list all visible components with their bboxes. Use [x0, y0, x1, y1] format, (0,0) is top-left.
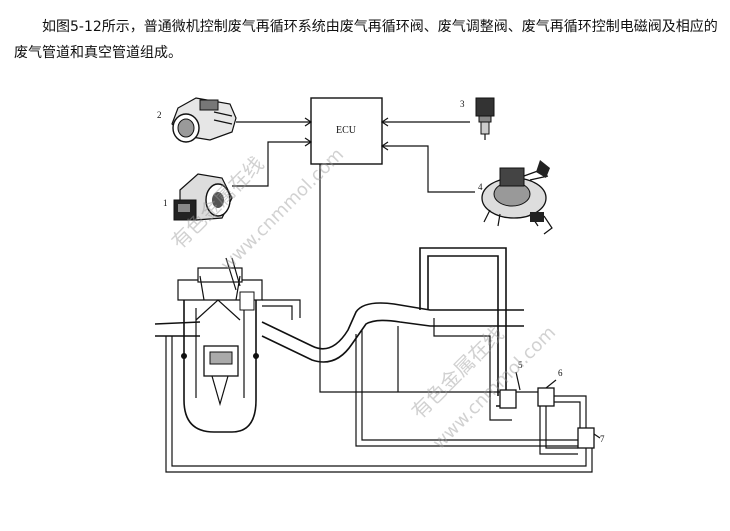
- callout-5: 5: [518, 360, 523, 370]
- callout-2: 2: [157, 110, 162, 120]
- callout-4: 4: [478, 182, 483, 192]
- callout-7: 7: [600, 434, 605, 444]
- watermark-cn-2: 有色金属在线: [407, 322, 509, 424]
- watermark-url-1: www.cnmmol.com: [217, 144, 348, 275]
- distributor-sensor: [481, 160, 553, 235]
- airflow-meter-sensor: [171, 97, 237, 143]
- throttle-position-sensor: [173, 173, 233, 221]
- coolant-temperature-sensor: [475, 97, 495, 140]
- egr-solenoid-6: [537, 387, 555, 407]
- callout-6: 6: [558, 368, 563, 378]
- vacuum-valve-7: [577, 427, 595, 449]
- engine-cylinder: [177, 257, 263, 433]
- ecu-label: ECU: [336, 125, 357, 136]
- ecu-box: [310, 97, 383, 165]
- intake-manifold: [154, 291, 524, 363]
- egr-control-valve-5: [499, 389, 517, 409]
- description-paragraph: 如图5-12所示，普通微机控制废气再循环系统由废气再循环阀、废气调整阀、废气再循…: [14, 19, 718, 61]
- callout-3: 3: [460, 99, 465, 109]
- signal-wires: [232, 117, 540, 393]
- vacuum-tubes: [165, 330, 593, 473]
- callout-1: 1: [163, 198, 168, 208]
